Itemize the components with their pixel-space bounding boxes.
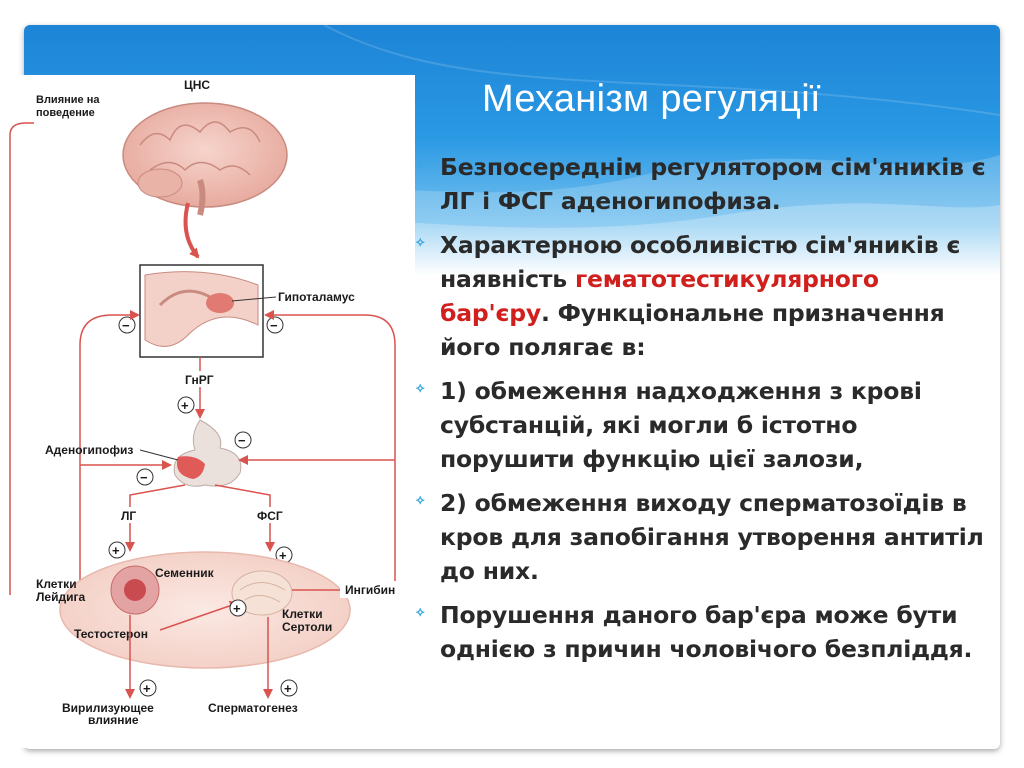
brain-illustration: [122, 102, 288, 216]
sertoli-label-line1: Клетки: [282, 607, 323, 621]
minus-sign-icon: [136, 468, 154, 486]
plus-sign-icon: [139, 679, 157, 697]
plus-sign: +: [143, 681, 151, 696]
minus-sign: −: [140, 470, 148, 485]
testis-label: Семенник: [155, 566, 215, 580]
bullet-item: ⟡ Характерною особливістю сім'яників є на…: [416, 228, 986, 364]
bullet-marker-icon: ⟡: [416, 605, 425, 620]
inhibin-label: Ингибин: [345, 583, 395, 597]
sertoli-label-line2: Сертоли: [282, 620, 332, 634]
bullet-marker-icon: ⟡: [416, 157, 425, 172]
plus-sign: +: [181, 398, 189, 413]
bullet-text: 1) обмеження надходження з крові субстан…: [440, 377, 922, 473]
bullet-text: 2) обмеження виходу сперматозоїдів в кро…: [440, 489, 984, 585]
plus-sign-icon: [229, 599, 247, 617]
leydig-cell-illustration: [110, 565, 160, 615]
plus-sign: +: [112, 543, 120, 558]
plus-sign-icon: [108, 541, 126, 559]
leydig-label-line2: Лейдига: [36, 590, 85, 604]
pituitary-illustration: [173, 419, 242, 487]
bullet-text: . Функціональне призначення його полягає…: [440, 299, 945, 361]
hormone-regulation-diagram: ЦНС Влияние на поведение Гипоталамус − −: [0, 75, 415, 748]
minus-sign: −: [270, 318, 278, 333]
plus-sign: +: [233, 601, 241, 616]
inhibin-feedback-line: [264, 310, 396, 585]
slide-title: Механізм регуляції: [482, 78, 821, 120]
lh-label-bg: [118, 507, 148, 523]
behavior-feedback-line: [9, 122, 34, 595]
bullet-item: ⟡ 1) обмеження надходження з крові субста…: [416, 374, 986, 476]
bullet-item: ⟡ Порушення даного бар'єра може бути одні…: [416, 598, 986, 666]
behavior-label-line2: поведение: [36, 107, 95, 119]
plus-sign: +: [279, 548, 287, 563]
gnrh-label-bg: [182, 371, 220, 387]
testosterone-to-sertoli-arrow: [159, 600, 240, 631]
bullet-marker-icon: ⟡: [416, 235, 425, 250]
testosterone-label: Тестостерон: [74, 627, 148, 641]
minus-sign: −: [238, 433, 246, 448]
plus-sign-icon: [280, 679, 298, 697]
gnrh-label: ГнРГ: [185, 373, 214, 387]
fsh-arrow: [214, 484, 275, 552]
bullet-item: ⟡ Безпосереднім регулятором сім'яників є …: [416, 150, 986, 218]
virilizing-label-line2: влияние: [88, 713, 139, 727]
cns-to-hypothalamus-arrow: [183, 202, 200, 259]
sertoli-cell-illustration: [231, 570, 293, 616]
plus-sign: +: [284, 681, 292, 696]
plus-sign-icon: [177, 396, 195, 414]
bullet-item: ⟡ 2) обмеження виходу сперматозоїдів в кр…: [416, 486, 986, 588]
virilizing-label-line1: Вирилизующее: [62, 701, 154, 715]
cns-label: ЦНС: [184, 78, 210, 92]
lh-label: ЛГ: [121, 509, 136, 523]
adenohypophysis-label: Аденогипофиз: [45, 443, 133, 457]
diagram-svg: ЦНС Влияние на поведение Гипоталамус − −: [9, 78, 412, 727]
lh-arrow: [125, 484, 186, 552]
bullet-marker-icon: ⟡: [416, 381, 425, 396]
minus-sign-icon: [234, 431, 252, 449]
adenohypophysis-pointer: [139, 449, 179, 461]
hypothalamus-illustration: [144, 271, 277, 347]
bullet-text: Характерною особливістю сім'яників є ная…: [440, 231, 961, 293]
bullet-text: Безпосереднім регулятором сім'яників є Л…: [440, 153, 986, 215]
bullet-text: Порушення даного бар'єра може бути одніє…: [440, 601, 973, 663]
fsh-label: ФСГ: [257, 509, 283, 523]
testosterone-feedback-line: [79, 310, 140, 635]
inhibin-label-bg: [340, 581, 412, 598]
bullet-list: ⟡ Безпосереднім регулятором сім'яників є …: [416, 150, 986, 676]
bullet-marker-icon: ⟡: [416, 493, 425, 508]
minus-sign-icon: [118, 316, 136, 334]
behavior-label-line1: Влияние на: [36, 94, 100, 106]
hypothalamus-label: Гипоталамус: [278, 290, 355, 304]
spermatogenesis-label: Сперматогенез: [208, 701, 298, 715]
fsh-label-bg: [254, 507, 292, 523]
minus-sign: −: [122, 318, 130, 333]
minus-sign-icon: [266, 316, 284, 334]
bullet-highlight: гематотестикулярного бар'єру: [440, 265, 879, 327]
leydig-label-line1: Клетки: [36, 577, 77, 591]
